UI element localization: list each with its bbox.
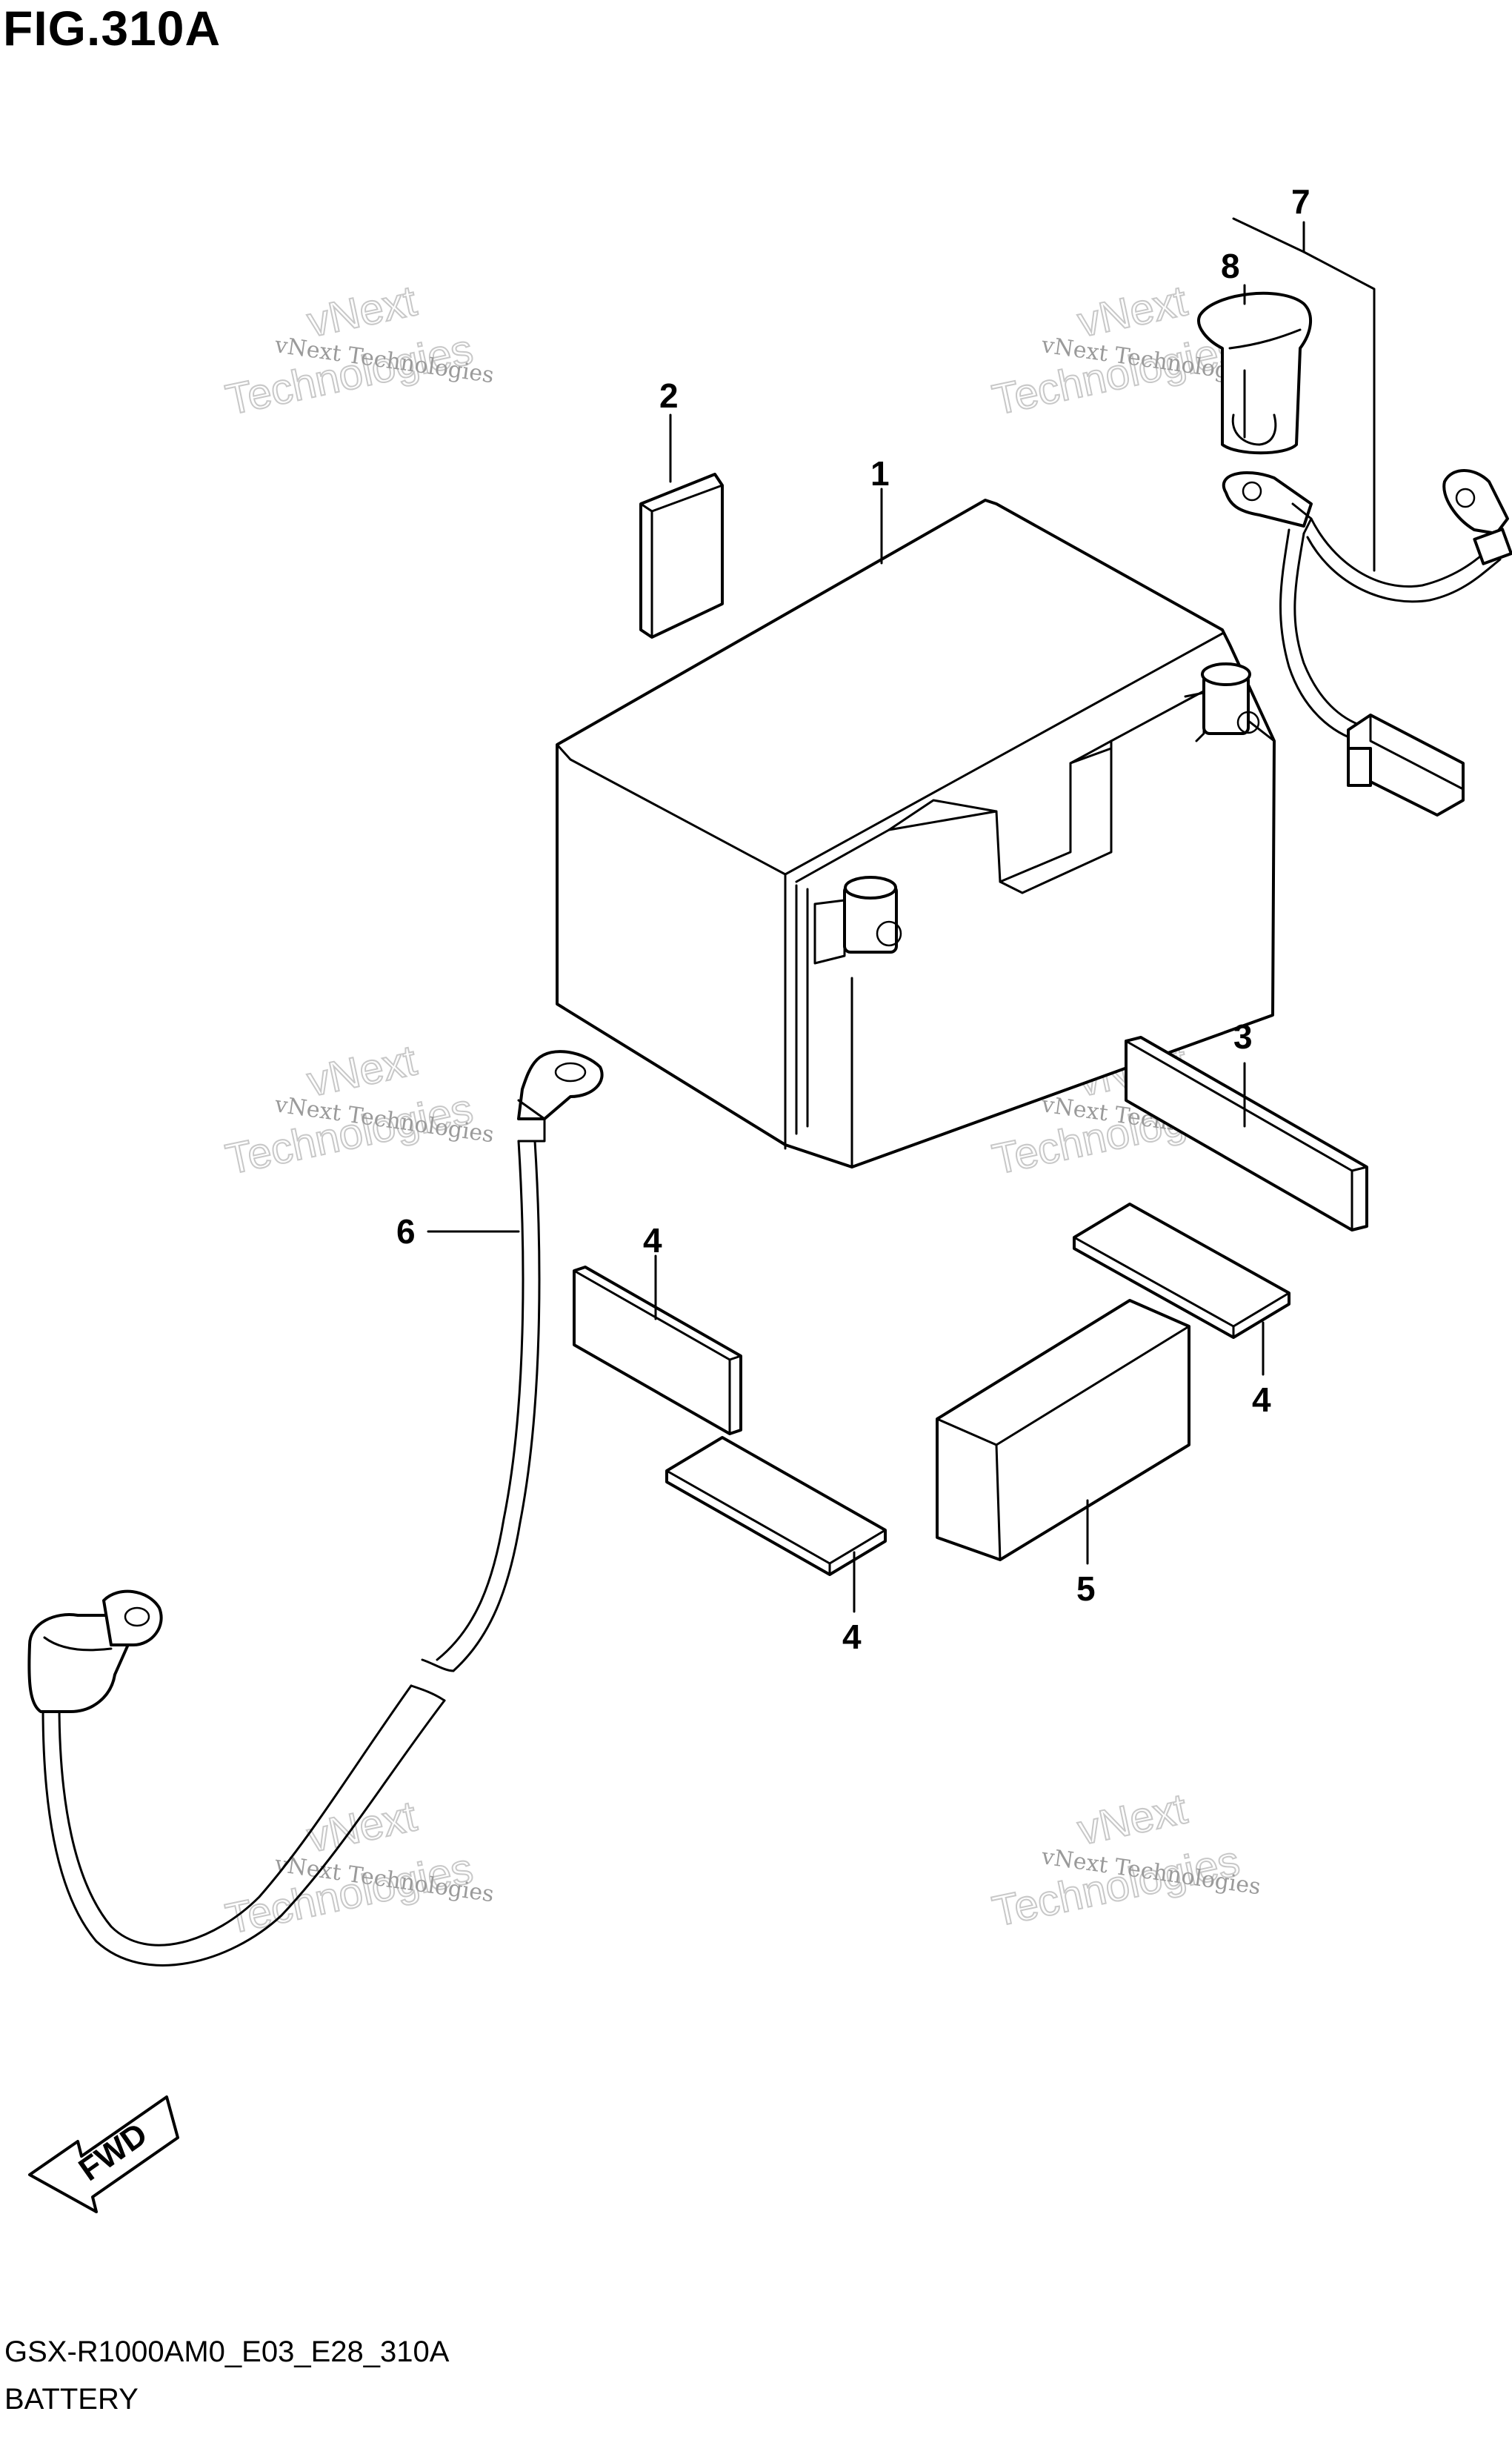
- part-8-terminal-cover: [1197, 291, 1313, 455]
- fwd-direction-arrow: FWD: [28, 2095, 179, 2213]
- callout-1: 1: [870, 454, 890, 493]
- svg-text:vNext: vNext: [303, 276, 421, 346]
- callout-6: 6: [396, 1212, 416, 1251]
- callout-3: 3: [1233, 1017, 1253, 1056]
- part-1-battery: [556, 499, 1276, 1168]
- callout-4-lower-left: 4: [842, 1618, 862, 1656]
- callout-8: 8: [1221, 247, 1240, 285]
- callout-4-upper-left: 4: [643, 1221, 662, 1260]
- callout-5: 5: [1076, 1569, 1096, 1608]
- watermark-top-left: vNext Technologies vNext Technologies: [221, 276, 496, 425]
- part-5-block: [936, 1299, 1190, 1561]
- callout-2: 2: [659, 376, 679, 415]
- watermark-bottom-right: vNext Technologies vNext Technologies: [988, 1784, 1262, 1936]
- svg-text:vNext: vNext: [303, 1792, 421, 1861]
- part-2-block: [639, 473, 724, 639]
- diagram-code: GSX-R1000AM0_E03_E28_310A: [4, 2336, 450, 2368]
- callout-7-bracket: [1232, 217, 1376, 572]
- part-4-pad-right: [1073, 1203, 1290, 1339]
- diagram-name: BATTERY: [4, 2383, 139, 2416]
- part-7-positive-lead: [1222, 469, 1512, 817]
- part-4-pad-upper-left: [573, 1266, 742, 1435]
- watermark-middle-left: vNext Technologies vNext Technologies: [221, 1035, 496, 1184]
- svg-text:vNext: vNext: [1073, 276, 1191, 346]
- figure-title: FIG.310A: [3, 1, 222, 56]
- callout-4-right: 4: [1252, 1380, 1271, 1419]
- svg-text:vNext: vNext: [303, 1036, 421, 1106]
- watermark-bottom-left: vNext Technologies vNext Technologies: [221, 1791, 496, 1944]
- part-4-pad-lower-left: [665, 1436, 887, 1576]
- svg-text:vNext: vNext: [1073, 1784, 1191, 1854]
- callout-7: 7: [1291, 182, 1310, 221]
- part-3-pad: [1125, 1036, 1368, 1231]
- part-6-negative-lead: [27, 1050, 604, 1967]
- leader-lines: [427, 284, 1265, 1613]
